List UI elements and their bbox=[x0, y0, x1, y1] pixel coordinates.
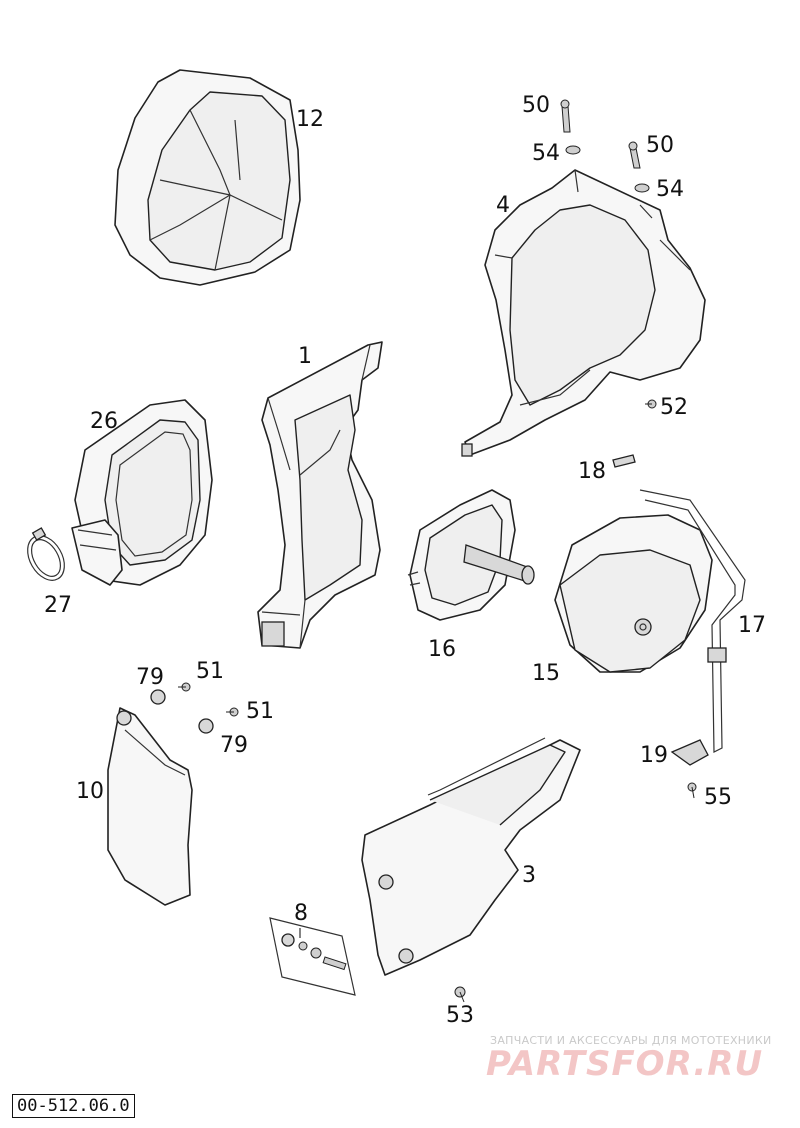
callout-3: 3 bbox=[522, 863, 536, 888]
callout-27: 27 bbox=[44, 593, 72, 618]
washer bbox=[565, 145, 650, 193]
callout-79-right: 79 bbox=[220, 733, 248, 758]
callout-50-top: 50 bbox=[522, 93, 550, 118]
pin bbox=[612, 454, 636, 468]
intake-boot bbox=[71, 519, 123, 586]
callout-16: 16 bbox=[428, 637, 456, 662]
callout-50-right: 50 bbox=[646, 133, 674, 158]
callout-19: 19 bbox=[640, 743, 668, 768]
side-panel-right bbox=[361, 737, 581, 976]
callout-12: 12 bbox=[296, 107, 324, 132]
callout-4: 4 bbox=[496, 193, 510, 218]
callout-55: 55 bbox=[704, 785, 732, 810]
callout-79-left: 79 bbox=[136, 665, 164, 690]
drawing-code-label: 00-512.06.0 bbox=[12, 1094, 135, 1118]
callout-26: 26 bbox=[90, 409, 118, 434]
callout-51-left: 51 bbox=[196, 659, 224, 684]
callout-53: 53 bbox=[446, 1003, 474, 1028]
screw bbox=[178, 99, 697, 1003]
callout-18: 18 bbox=[578, 459, 606, 484]
hose-clamp bbox=[27, 527, 65, 581]
airbox bbox=[257, 341, 383, 649]
retainer-clip bbox=[639, 489, 746, 766]
callout-1: 1 bbox=[298, 344, 312, 369]
airbox-cover bbox=[461, 169, 706, 457]
callout-10: 10 bbox=[76, 779, 104, 804]
callout-52: 52 bbox=[660, 395, 688, 420]
air-filter bbox=[554, 514, 713, 673]
side-panel-left bbox=[107, 707, 193, 906]
filter-retainer bbox=[407, 489, 535, 621]
watermark-subtitle: ЗАПЧАСТИ И АКСЕССУАРЫ ДЛЯ МОТОТЕХНИКИ bbox=[490, 1034, 772, 1047]
rubber-grommet bbox=[150, 689, 214, 734]
callout-51-right: 51 bbox=[246, 699, 274, 724]
callout-17: 17 bbox=[738, 613, 766, 638]
air-filter-cover bbox=[114, 69, 301, 286]
callout-54-right: 54 bbox=[656, 177, 684, 202]
mounting-kit bbox=[269, 917, 356, 996]
callout-54-top: 54 bbox=[532, 141, 560, 166]
callout-8: 8 bbox=[294, 901, 308, 926]
callout-15: 15 bbox=[532, 661, 560, 686]
watermark-brand: PARTSFOR.RU bbox=[486, 1044, 764, 1084]
